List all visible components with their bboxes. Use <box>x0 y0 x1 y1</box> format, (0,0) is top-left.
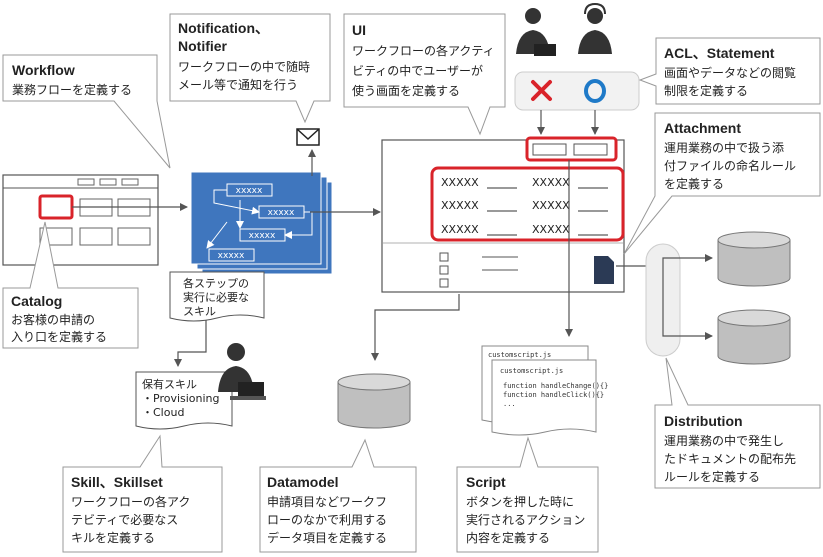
callout-catalog: Catalog お客様の申請の 入り口を定義する <box>2 221 139 349</box>
ui-checkbox[interactable] <box>439 265 449 275</box>
callout-title: Attachment <box>664 120 741 136</box>
callout-line: 実行されるアクション <box>466 512 585 527</box>
callout-title: Workflow <box>12 62 75 78</box>
form-field-label: XXXXX <box>532 199 570 212</box>
form-field-label: XXXXX <box>441 223 479 236</box>
skill-note: 保有スキル ・Provisioning ・Cloud <box>135 371 233 430</box>
callout-title: Notification、 <box>178 20 269 36</box>
callout-line: 画面やデータなどの閲覧 <box>664 65 796 80</box>
mail-icon <box>296 128 320 146</box>
callout-title: Catalog <box>11 293 62 309</box>
callout-datamodel: Datamodel 申請項目などワークフ ローのなかで利用する データ項目を定義… <box>259 438 417 553</box>
distribution-arrow <box>662 254 713 264</box>
acl-panel <box>514 71 640 111</box>
callout-title: Notifier <box>178 38 228 54</box>
skill-note-item: ・Cloud <box>142 406 184 419</box>
ui-checkbox[interactable] <box>439 278 449 288</box>
ui-form-fields: XXXXX XXXXX XXXXX XXXXX XXXXX XXXXX <box>441 176 608 236</box>
step-skill-note: 各ステップの 実行に必要な スキル <box>169 271 265 322</box>
workflow-diagram: xxxxx xxxxx xxxxx xxxxx <box>190 171 333 275</box>
callout-line: たドキュメントの配布先 <box>664 452 796 466</box>
callout-attachment: Attachment 運用業務の中で扱う添 付ファイルの命名ルール を定義する <box>623 112 821 255</box>
callout-line: メール等で通知を行う <box>178 78 298 92</box>
storage-cylinder-icon <box>717 309 791 365</box>
step-note-line: 各ステップの <box>183 276 249 290</box>
callout-line: テビティで必要なス <box>71 513 178 527</box>
callout-line: 申請項目などワークフ <box>267 495 387 509</box>
script-inner-filename: customscript.js <box>500 367 563 375</box>
note-to-skill-arrow <box>174 320 207 367</box>
callout-line: データ項目を定義する <box>267 530 387 545</box>
catalog-highlight <box>38 194 74 220</box>
script-code-line: function handleChange(){} <box>503 382 608 390</box>
callout-acl: ACL、Statement 画面やデータなどの閲覧 制限を定義する <box>638 37 821 105</box>
callout-line: ルールを定義する <box>664 469 760 484</box>
person-laptop-icon <box>218 343 266 400</box>
callout-workflow: Workflow 業務フローを定義する <box>2 54 171 169</box>
workflow-step-label: xxxxx <box>249 231 276 241</box>
workflow-step-label: xxxxx <box>218 251 245 261</box>
callout-line: 業務フローを定義する <box>12 82 132 97</box>
callout-skill: Skill、Skillset ワークフローの各アク テビティで必要なス キルを定… <box>62 434 223 553</box>
callout-title: Distribution <box>664 413 743 429</box>
callout-title: UI <box>352 22 366 38</box>
form-field-label: XXXXX <box>532 223 570 236</box>
callout-title: Script <box>466 474 506 490</box>
callout-ui: UI ワークフローの各アクティ ビティの中でユーザーが 使う画面を定義する <box>343 13 506 136</box>
database-cylinder-icon <box>337 373 411 429</box>
callout-line: ビティの中でユーザーが <box>352 63 483 78</box>
ui-button[interactable] <box>573 143 608 156</box>
callout-line: ワークフローの各アクティ <box>352 43 495 58</box>
skill-note-title: 保有スキル <box>142 377 197 391</box>
callout-distribution: Distribution 運用業務の中で発生し たドキュメントの配布先 ルールを… <box>654 357 821 489</box>
skill-note-item: ・Provisioning <box>142 392 220 405</box>
script-document: customscript.js customscript.js function… <box>481 345 608 436</box>
callout-line: 運用業務の中で扱う添 <box>664 140 784 155</box>
ui-to-datamodel-arrow <box>371 294 460 361</box>
step-note-line: 実行に必要な <box>183 290 249 304</box>
form-field-label: XXXXX <box>441 176 479 189</box>
allow-o-icon <box>584 79 606 103</box>
callout-line: 付ファイルの命名ルール <box>664 158 796 173</box>
script-code-line: function handleClick(){} <box>503 391 604 399</box>
callout-line: 制限を定義する <box>664 83 748 98</box>
deny-x-icon <box>531 80 552 101</box>
ui-button-group-highlight <box>525 136 618 162</box>
workflow-step-label: xxxxx <box>236 186 263 196</box>
callout-script: Script ボタンを押した時に 実行されるアクション 内容を定義する <box>456 436 599 553</box>
callout-line: キルを定義する <box>71 530 155 545</box>
callout-line: ローのなかで利用する <box>267 513 387 527</box>
callout-line: 運用業務の中で発生し <box>664 433 784 448</box>
ui-form-highlight <box>430 166 625 242</box>
storage-cylinder-icon <box>717 231 791 287</box>
form-field-label: XXXXX <box>532 176 570 189</box>
callout-title: ACL、Statement <box>664 45 775 61</box>
workflow-step-label: xxxxx <box>268 208 295 218</box>
callout-line: ワークフローの各アク <box>71 494 190 509</box>
callout-line: 使う画面を定義する <box>352 83 460 98</box>
script-filename: customscript.js <box>488 351 551 359</box>
callout-title: Skill、Skillset <box>71 474 163 490</box>
callout-notification: Notification、 Notifier ワークフローの中で随時 メール等で… <box>169 13 331 124</box>
callout-line: お客様の申請の <box>11 312 95 327</box>
callout-line: ワークフローの中で随時 <box>178 59 310 74</box>
callout-line: 入り口を定義する <box>11 329 107 344</box>
callout-title: Datamodel <box>267 474 339 490</box>
ui-checkbox[interactable] <box>439 252 449 262</box>
step-note-line: スキル <box>183 305 216 318</box>
ui-button[interactable] <box>532 143 567 156</box>
catalog-window <box>2 174 159 266</box>
distribution-arrow <box>662 264 713 340</box>
script-code-line: ... <box>503 400 516 408</box>
callout-line: ボタンを押した時に <box>466 495 574 509</box>
callout-line: 内容を定義する <box>466 530 550 545</box>
ui-window: XXXXX XXXXX XXXXX XXXXX XXXXX XXXXX <box>381 136 625 293</box>
callout-line: を定義する <box>664 176 724 191</box>
attachment-file-icon <box>594 256 614 284</box>
form-field-label: XXXXX <box>441 199 479 212</box>
person-headset-icon <box>578 2 612 54</box>
person-laptop-icon <box>516 8 556 56</box>
